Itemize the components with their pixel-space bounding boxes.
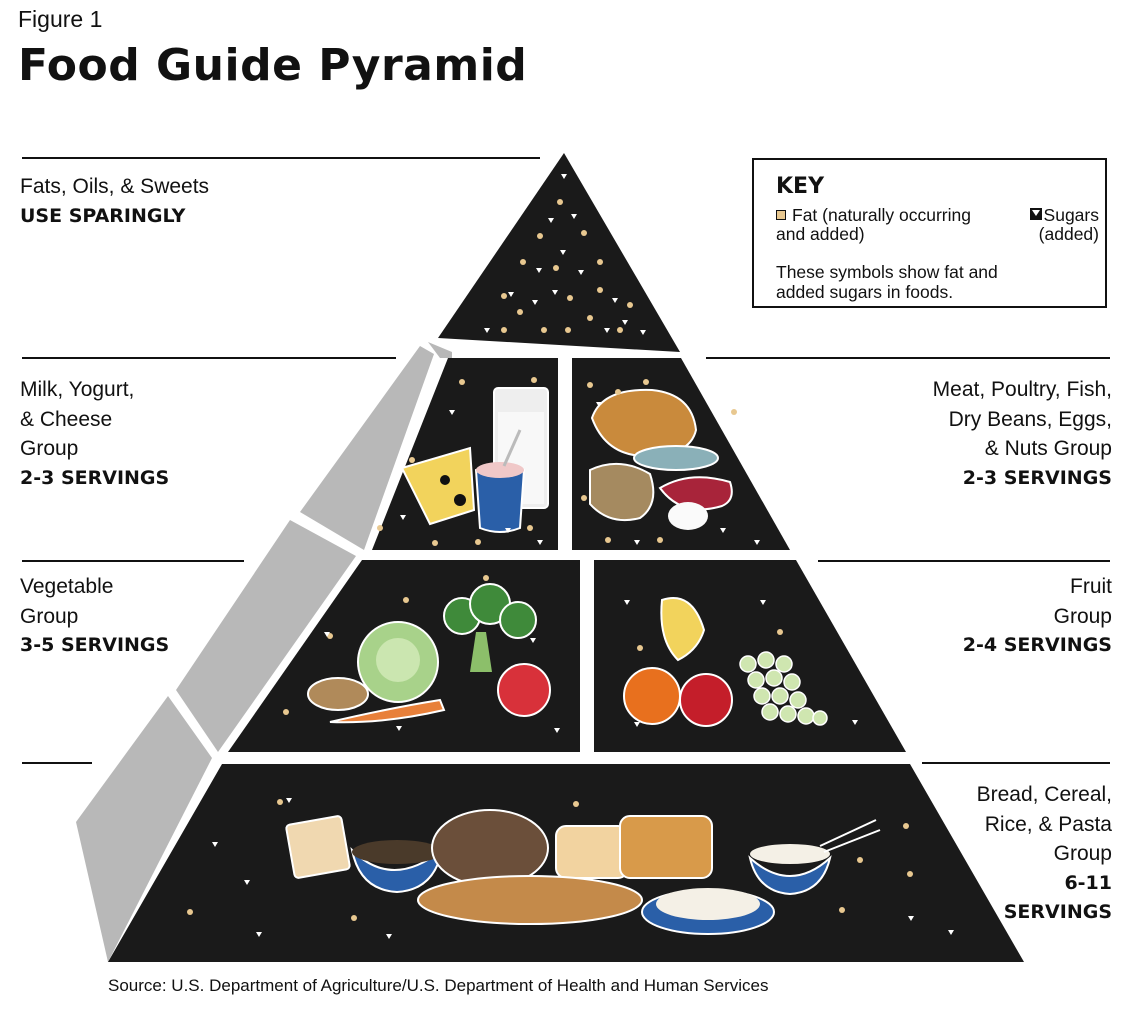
bread-servings-1: 6-11 (1064, 871, 1112, 894)
rule-vegetable (22, 560, 244, 562)
milk-name-3: Group (20, 437, 79, 460)
meat-group-illustration (581, 379, 760, 545)
key-note-2: added sugars in foods. (776, 282, 954, 302)
rule-bread-right (922, 762, 1110, 764)
label-milk: Milk, Yogurt, & Cheese Group 2-3 SERVING… (20, 375, 169, 493)
figure-label: Figure 1 (18, 6, 103, 32)
rule-fruit (818, 560, 1110, 562)
meat-name-1: Meat, Poultry, Fish, (932, 378, 1112, 401)
bread-name-1: Bread, Cereal, (976, 783, 1112, 806)
bread-name-2: Rice, & Pasta (984, 812, 1112, 836)
milk-name-1: Milk, Yogurt, (20, 378, 135, 401)
key-fat-label-2: and added) (776, 224, 865, 244)
label-bread: Bread, Cereal, Rice, & Pasta Group 6-11 … (977, 780, 1112, 928)
fruit-name-2: Group (1053, 604, 1112, 628)
apex-symbols (484, 174, 646, 335)
meat-name-2: Dry Beans, Eggs, (948, 407, 1112, 431)
source-citation: Source: U.S. Department of Agriculture/U… (108, 976, 769, 995)
label-fruit: Fruit Group 2-4 SERVINGS (963, 572, 1112, 661)
rule-fats (22, 157, 540, 159)
key-box: KEY Fat (naturally occurring and added) … (752, 158, 1107, 308)
key-note-1: These symbols show fat and (776, 262, 998, 282)
vegetable-name-1: Vegetable (20, 575, 114, 598)
key-fat-entry: Fat (naturally occurring and added) (776, 206, 971, 244)
milk-cheese-illustration (377, 377, 549, 546)
label-meat: Meat, Poultry, Fish, Dry Beans, Eggs, & … (933, 375, 1112, 493)
rule-milk (22, 357, 396, 359)
fats-name: Fats, Oils, & Sweets (20, 175, 210, 198)
pyramid-side-tier3 (176, 520, 356, 752)
page-title: Food Guide Pyramid (18, 40, 528, 91)
bread-name-3: Group (1053, 842, 1112, 865)
milk-servings: 2-3 SERVINGS (20, 466, 170, 489)
key-fat-label-1: Fat (naturally occurring (792, 205, 971, 225)
fruit-name-1: Fruit (1070, 575, 1112, 598)
meat-servings: 2-3 SERVINGS (962, 466, 1112, 489)
fruit-illustration (623, 597, 858, 727)
pyramid-side-tier1 (428, 342, 452, 358)
label-vegetable: Vegetable Group 3-5 SERVINGS (20, 572, 169, 661)
fruit-servings: 2-4 SERVINGS (962, 634, 1112, 656)
rule-bread-left (22, 762, 92, 764)
sugar-symbol-icon (1029, 208, 1042, 220)
rule-meat (706, 357, 1110, 359)
pyramid-side-tier2 (300, 346, 434, 550)
bread-servings-2: SERVINGS (1003, 901, 1112, 923)
fats-servings: USE SPARINGLY (20, 204, 186, 227)
label-fats: Fats, Oils, & Sweets USE SPARINGLY (20, 172, 209, 231)
vegetable-illustration (283, 575, 560, 733)
panel-fats-oils-sweets (438, 153, 680, 352)
grains-illustration (187, 798, 954, 939)
key-note: These symbols show fat and added sugars … (776, 262, 1096, 302)
meat-name-3: & Nuts Group (984, 437, 1112, 460)
key-sugar-label-2: (added) (1038, 224, 1099, 244)
vegetable-name-2: Group (20, 604, 79, 628)
key-sugar-label-1: Sugars (1043, 205, 1099, 225)
fat-symbol-icon (776, 210, 786, 220)
vegetable-servings: 3-5 SERVINGS (20, 634, 170, 656)
key-sugar-entry: Sugars (added) (1029, 205, 1099, 244)
milk-name-2: & Cheese (20, 407, 113, 431)
key-title: KEY (776, 174, 825, 199)
pyramid-side-tier4 (76, 696, 212, 962)
